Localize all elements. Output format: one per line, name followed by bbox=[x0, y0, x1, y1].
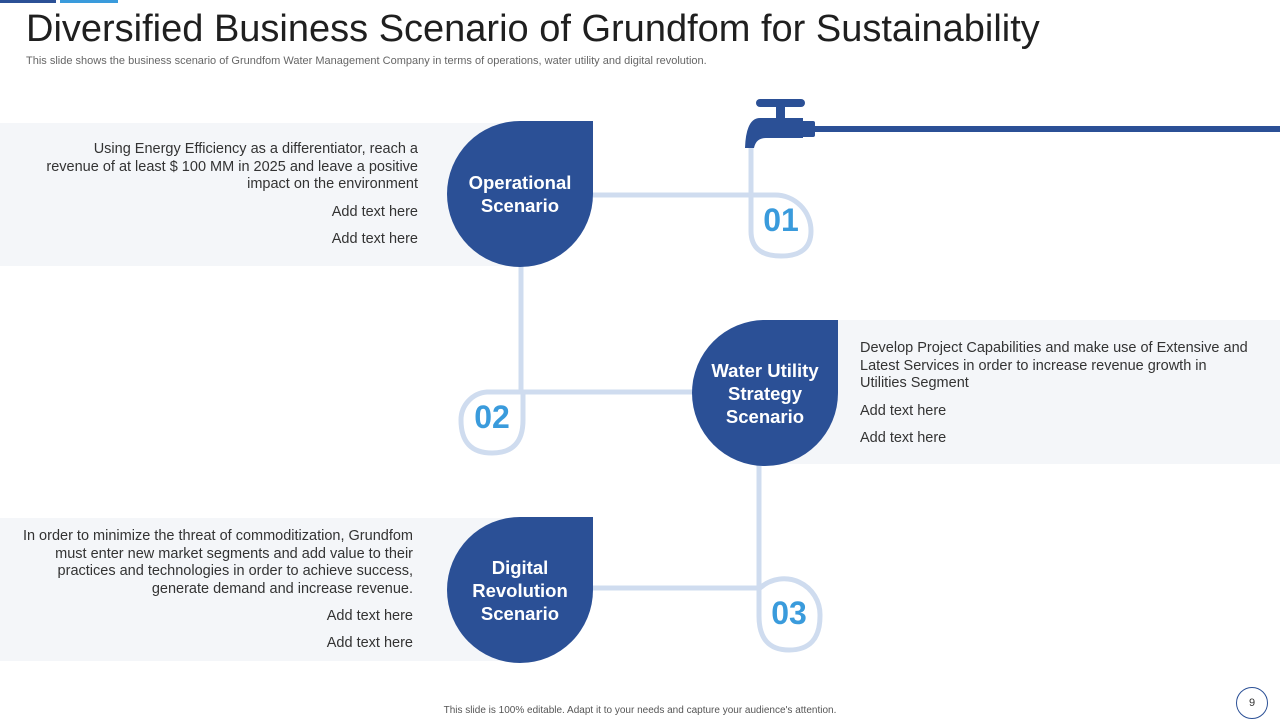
scenario-panel-3 bbox=[0, 518, 520, 661]
drop-label-1: Operational Scenario bbox=[468, 172, 572, 216]
pipe-drop1-to-loop1 bbox=[589, 145, 814, 259]
scenario-text-2: Develop Project Capabilities and make us… bbox=[860, 340, 1255, 447]
scenario-text-3: In order to minimize the threat of commo… bbox=[20, 528, 413, 652]
page-number: 9 bbox=[1236, 687, 1268, 719]
scenario-extra-1a: Add text here bbox=[331, 203, 418, 220]
scenario-description-1: Using Energy Efficiency as a differentia… bbox=[46, 141, 418, 192]
drop-label-3: Digital Revolution Scenario bbox=[472, 556, 568, 624]
footer-note: This slide is 100% editable. Adapt it to… bbox=[443, 705, 837, 716]
scenario-extra-1b: Add text here bbox=[331, 230, 418, 247]
scenario-description-3: In order to minimize the threat of commo… bbox=[22, 528, 413, 597]
step-number-1: 01 bbox=[763, 202, 799, 238]
scenario-text-1: Using Energy Efficiency as a differentia… bbox=[40, 141, 418, 248]
drop-label-2: Water Utility Strategy Scenario bbox=[711, 359, 819, 427]
drop-digital-revolution-scenario: Digital Revolution Scenario bbox=[447, 517, 593, 663]
scenario-extra-3b: Add text here bbox=[326, 635, 413, 651]
scenario-panel-2 bbox=[765, 320, 1280, 464]
drop-water-utility-scenario: Water Utility Strategy Scenario bbox=[692, 320, 838, 466]
top-accent-bar-dark bbox=[0, 0, 56, 3]
scenario-extra-2b: Add text here bbox=[860, 429, 947, 446]
top-accent-bar-light bbox=[60, 0, 118, 3]
scenario-panel-1 bbox=[0, 123, 520, 266]
scenario-extra-2a: Add text here bbox=[860, 402, 947, 419]
pipe-drop2-to-loop3 bbox=[589, 461, 823, 653]
water-tap-icon bbox=[745, 99, 1280, 148]
pipe-lines bbox=[458, 145, 823, 653]
pipe-drop1-to-loop2 bbox=[458, 263, 697, 456]
scenario-extra-3a: Add text here bbox=[326, 608, 413, 624]
slide-title: Diversified Business Scenario of Grundfo… bbox=[26, 8, 1040, 50]
slide-subtitle: This slide shows the business scenario o… bbox=[26, 55, 707, 67]
step-number-2: 02 bbox=[474, 399, 510, 435]
step-number-3: 03 bbox=[771, 595, 807, 631]
scenario-description-2: Develop Project Capabilities and make us… bbox=[860, 340, 1248, 391]
drop-operational-scenario: Operational Scenario bbox=[447, 121, 593, 267]
